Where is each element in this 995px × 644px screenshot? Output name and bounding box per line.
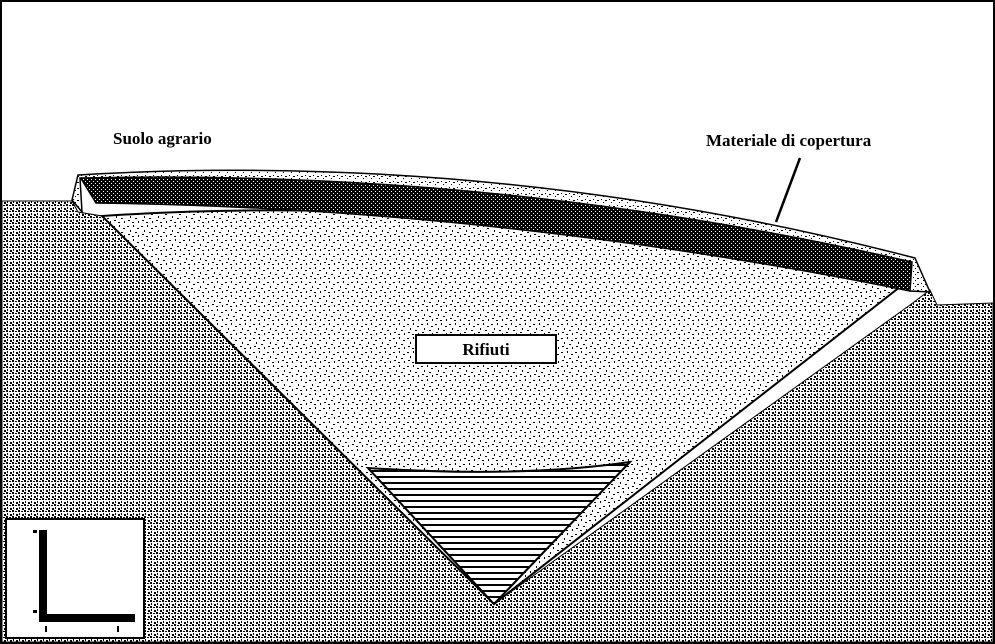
cover-material-label: Materiale di copertura: [706, 132, 871, 149]
waste-label: Rifiuti: [415, 334, 557, 364]
cover-leader-line: [776, 158, 800, 222]
scale-bar-graphic: [7, 520, 143, 637]
topsoil-label: Suolo agrario: [113, 130, 212, 147]
scale-inset: [5, 518, 145, 639]
